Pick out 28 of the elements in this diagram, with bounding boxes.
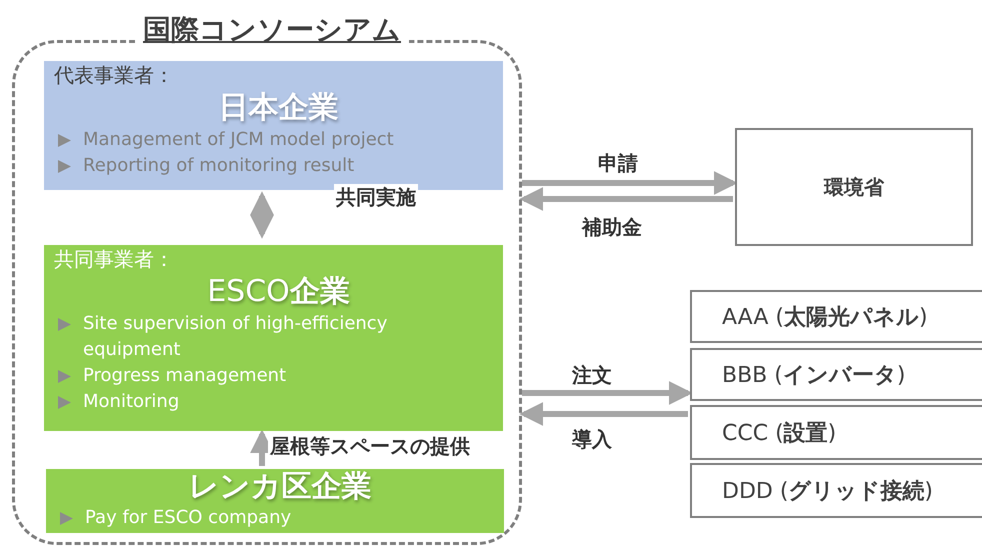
role-label: 代表事業者： — [54, 62, 175, 89]
supplier-name: BBB (インバータ) — [722, 362, 906, 390]
ministry-box — [735, 128, 973, 246]
edge-label: 共同実施 — [334, 184, 418, 211]
bullet-text: Site supervision of high-efficiency equipment — [83, 312, 388, 362]
arrow — [250, 191, 274, 239]
bullet-text: Pay for ESCO company — [85, 506, 292, 530]
supplier-name: DDD (グリッド接続) — [722, 478, 933, 506]
role-label: 共同事業者： — [54, 246, 175, 273]
company-name: レンカ区企業 — [188, 469, 372, 505]
ministry-name: 環境省 — [824, 174, 884, 200]
bullet-text: Reporting of monitoring result — [83, 154, 354, 178]
company-box — [44, 245, 503, 431]
bullet-text: Progress management — [83, 364, 286, 388]
edge-label: 導入 — [570, 426, 614, 453]
bullet-text: Monitoring — [83, 390, 180, 414]
company-name: ESCO企業 — [206, 273, 351, 311]
supplier-box — [690, 290, 982, 343]
arrow — [519, 187, 733, 211]
supplier-name: AAA (太陽光パネル) — [722, 304, 928, 332]
supplier-box — [690, 348, 982, 401]
supplier-box — [690, 405, 982, 460]
supplier-box — [690, 463, 982, 518]
supplier-name: CCC (設置) — [722, 420, 836, 448]
arrow — [519, 402, 688, 426]
bullet-text: Management of JCM model project — [83, 128, 394, 152]
company-name: 日本企業 — [218, 89, 340, 127]
company-box — [46, 469, 504, 533]
